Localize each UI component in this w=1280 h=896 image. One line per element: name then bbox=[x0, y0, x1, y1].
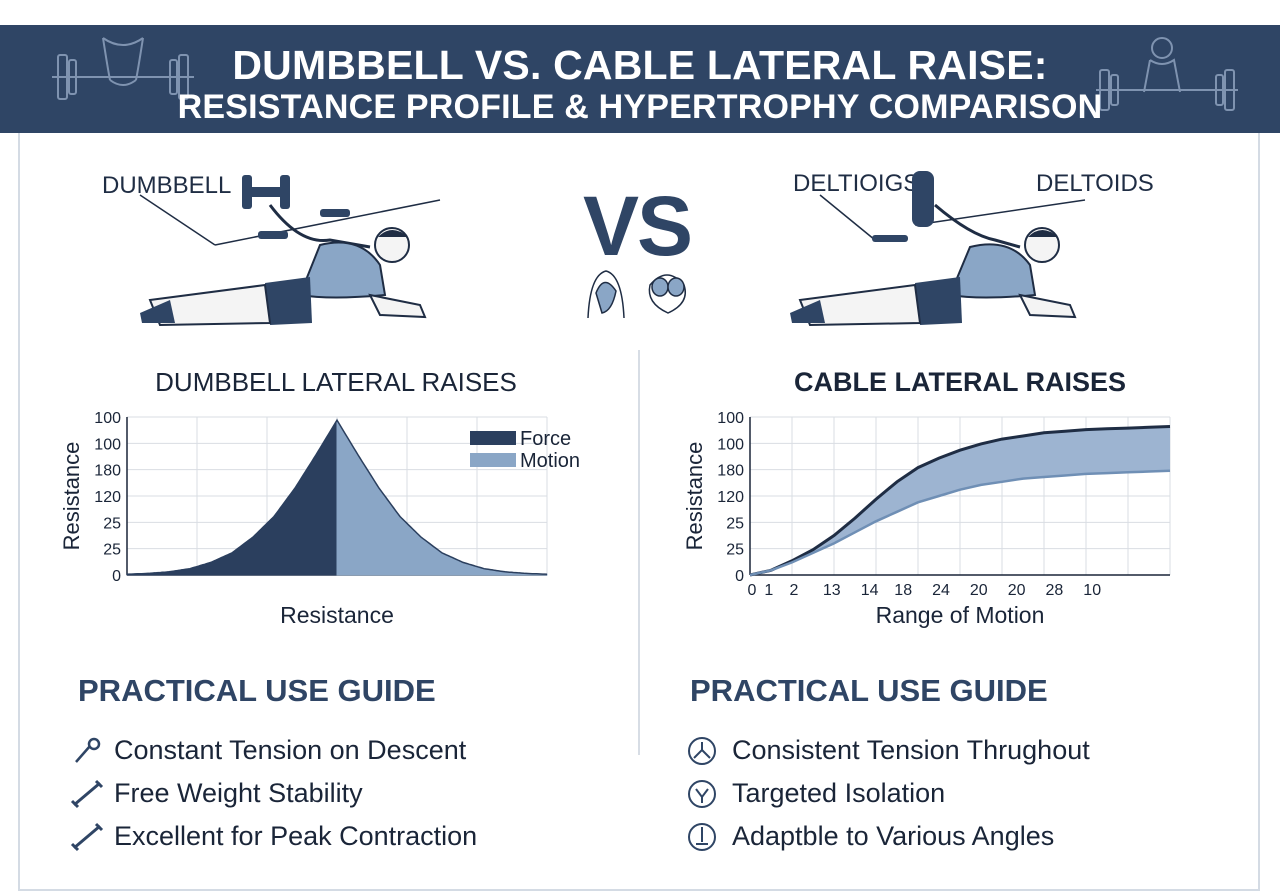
dumbbell-resistance-chart: 02525120180100100ResistanceResistanceFor… bbox=[59, 410, 580, 628]
guide-item: Excellent for Peak Contraction bbox=[68, 815, 477, 858]
guide-title-left: PRACTICAL USE GUIDE bbox=[78, 673, 436, 708]
x-tick-label: 14 bbox=[861, 582, 879, 599]
guide-item: Free Weight Stability bbox=[68, 772, 477, 815]
x-tick-label: 18 bbox=[894, 582, 912, 599]
guide-list-left: Constant Tension on Descent Free Weight … bbox=[68, 729, 477, 858]
x-tick-label: 20 bbox=[1008, 582, 1026, 599]
y-tick-label: 120 bbox=[94, 489, 121, 506]
header-banner bbox=[0, 25, 1280, 133]
guide-item: Constant Tension on Descent bbox=[68, 729, 477, 772]
x-tick-label: 24 bbox=[932, 582, 950, 599]
deltoid-muscle-icon bbox=[587, 270, 686, 319]
cable-exercise-illustration bbox=[790, 171, 1086, 327]
angle-icon bbox=[688, 822, 716, 851]
dumbbell-exercise-illustration bbox=[139, 175, 441, 327]
y-axis-label: Resistance bbox=[682, 442, 707, 551]
column-divider bbox=[638, 350, 640, 755]
legend-label-force: Force bbox=[520, 428, 571, 450]
curve-outline bbox=[126, 418, 548, 575]
guide-item: Adaptble to Various Angles bbox=[686, 815, 1090, 858]
x-tick-label: 28 bbox=[1046, 582, 1064, 599]
content-frame bbox=[18, 133, 1260, 891]
y-tick-label: 25 bbox=[726, 542, 744, 559]
barbell-logo-icon bbox=[52, 37, 194, 100]
guide-item: Targeted Isolation bbox=[686, 772, 1090, 815]
x-tick-label: 10 bbox=[1083, 582, 1101, 599]
legend-swatch-force bbox=[470, 431, 516, 445]
legend-label-motion: Motion bbox=[520, 450, 580, 472]
x-tick-label: 0 bbox=[748, 582, 757, 599]
y-tick-label: 25 bbox=[103, 515, 121, 532]
deltoids-label-1: DELTIOIGS bbox=[793, 170, 920, 197]
y-tick-label: 120 bbox=[717, 489, 744, 506]
y-tick-label: 100 bbox=[94, 410, 121, 427]
y-tick-label: 25 bbox=[103, 542, 121, 559]
chart-title-dumbbell: DUMBBELL LATERAL RAISES bbox=[155, 367, 517, 397]
lifter-logo-icon bbox=[1096, 37, 1238, 111]
y-tick-label: 180 bbox=[717, 463, 744, 480]
page-title: DUMBBELL VS. CABLE LATERAL RAISE: bbox=[232, 42, 1048, 88]
dumbbell-icon bbox=[75, 737, 101, 763]
cable-icon bbox=[688, 736, 716, 765]
y-tick-label: 100 bbox=[94, 436, 121, 453]
x-tick-label: 2 bbox=[790, 582, 799, 599]
line-upper bbox=[749, 425, 1171, 577]
x-axis-label: Resistance bbox=[280, 602, 394, 628]
band-area bbox=[750, 426, 1170, 575]
page-subtitle: RESISTANCE PROFILE & HYPERTROPHY COMPARI… bbox=[177, 88, 1103, 126]
dumbbell-icon bbox=[70, 779, 104, 808]
x-tick-label: 20 bbox=[970, 582, 988, 599]
y-tick-label: 0 bbox=[112, 568, 121, 585]
dumbbell-label: DUMBBELL bbox=[102, 172, 232, 199]
y-tick-label: 180 bbox=[94, 463, 121, 480]
chart-title-cable: CABLE LATERAL RAISES bbox=[793, 367, 1126, 397]
x-axis-label: Range of Motion bbox=[876, 602, 1045, 628]
target-icon bbox=[688, 779, 716, 808]
y-tick-label: 0 bbox=[735, 568, 744, 585]
x-tick-label: 13 bbox=[823, 582, 841, 599]
legend-swatch-motion bbox=[470, 453, 516, 467]
dumbbell-icon bbox=[70, 822, 104, 851]
y-tick-label: 100 bbox=[717, 410, 744, 427]
vs-label: VS bbox=[583, 179, 693, 273]
deltoids-label-2: DELTOIDS bbox=[1036, 170, 1154, 197]
line-lower bbox=[749, 469, 1171, 577]
guide-title-right: PRACTICAL USE GUIDE bbox=[690, 673, 1048, 708]
y-tick-label: 100 bbox=[717, 436, 744, 453]
y-axis-label: Resistance bbox=[59, 442, 84, 551]
y-tick-label: 25 bbox=[726, 515, 744, 532]
guide-item: Consistent Tension Thrughout bbox=[686, 729, 1090, 772]
x-tick-label: 1 bbox=[764, 582, 773, 599]
guide-list-right: Consistent Tension Thrughout Targeted Is… bbox=[686, 729, 1090, 858]
